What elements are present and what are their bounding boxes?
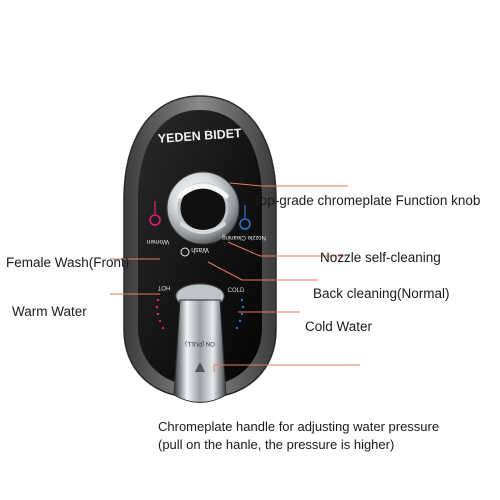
cold-water-label: Cold Water [305, 319, 373, 334]
knob-grip [177, 183, 229, 199]
leader-lines [110, 182, 360, 372]
leader-nozzle-cleaning [227, 241, 346, 257]
wash-icon [180, 247, 190, 257]
cold-label: COLD [228, 288, 245, 294]
leader-back-cleaning [207, 261, 318, 281]
leader-function-knob [229, 182, 348, 187]
warm-water-label: Warm Water [12, 304, 87, 319]
hot-label: HOT [157, 284, 170, 290]
control-panel [138, 110, 262, 386]
nozzle-self-cleaning-label: Nozzle self-cleaning [320, 250, 441, 265]
wash-label: Wash [191, 246, 209, 253]
handle-label-line-2: (pull on the hanle, the pressure is high… [158, 437, 395, 452]
female-wash-label: Female Wash(Front) [6, 255, 130, 270]
function-knob-label: Top-grade chromeplate Function knob [253, 193, 481, 208]
knob-grip-lower [180, 222, 226, 234]
back-cleaning-label: Back cleaning(Normal) [313, 286, 450, 301]
on-pull-label: ON (PULL) [185, 340, 215, 346]
women-label: Women [146, 238, 169, 245]
cold-dots [235, 298, 245, 330]
nozzle-cleaning-indicator-icon [239, 218, 251, 230]
nozzle-cleaning-label: Nozzle Cleaning [222, 234, 266, 240]
brand-label: YEDEN BIDET [157, 126, 242, 146]
pull-arrow-icon [195, 362, 205, 372]
pressure-handle[interactable] [173, 299, 227, 403]
handle-label-line-1: Chromeplate handle for adjusting water p… [158, 419, 440, 434]
women-indicator-icon [149, 214, 161, 226]
leader-handle [213, 364, 360, 372]
hot-dots [155, 298, 165, 330]
